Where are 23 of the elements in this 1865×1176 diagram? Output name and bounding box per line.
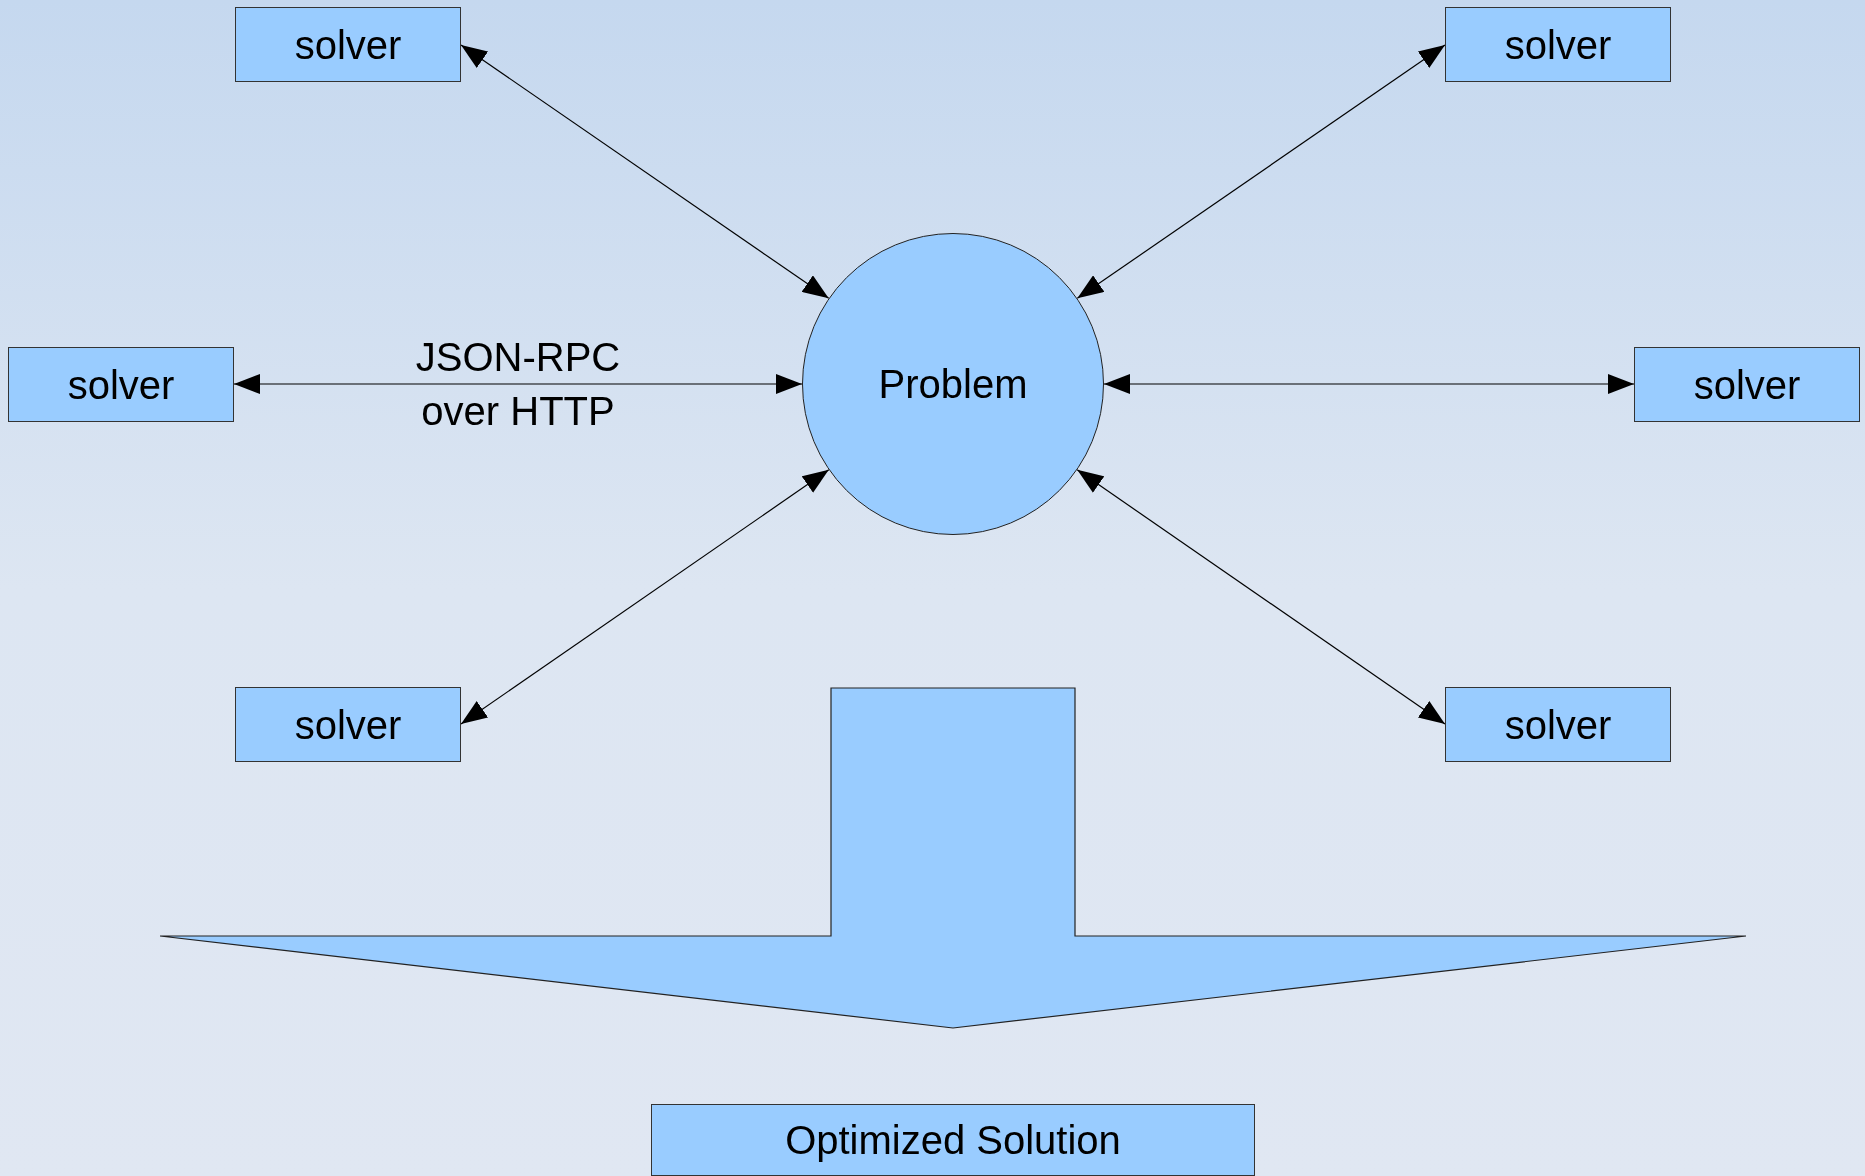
node-label: solver bbox=[1504, 701, 1612, 749]
node-label: solver bbox=[1693, 361, 1801, 409]
node-label: solver bbox=[294, 21, 402, 69]
process-box bbox=[235, 687, 461, 762]
node-label: Optimized Solution bbox=[785, 1117, 1121, 1164]
process-box bbox=[8, 347, 234, 422]
double-arrow bbox=[1076, 469, 1446, 725]
node-label: solver bbox=[67, 361, 175, 409]
double-arrow bbox=[1076, 44, 1446, 299]
process-box bbox=[235, 7, 461, 82]
process-box bbox=[1445, 687, 1671, 762]
node-label: Problem bbox=[878, 361, 1028, 408]
block-arrow bbox=[159, 687, 1747, 1029]
double-arrow bbox=[460, 44, 830, 299]
process-box bbox=[651, 1104, 1255, 1176]
process-box bbox=[1445, 7, 1671, 82]
double-arrow bbox=[460, 469, 830, 725]
process-box bbox=[1634, 347, 1860, 422]
edge-label: JSON-RPC over HTTP bbox=[414, 334, 622, 435]
node-label: solver bbox=[294, 701, 402, 749]
double-arrow bbox=[233, 374, 803, 394]
double-arrow bbox=[1103, 374, 1635, 394]
node-label: solver bbox=[1504, 21, 1612, 69]
